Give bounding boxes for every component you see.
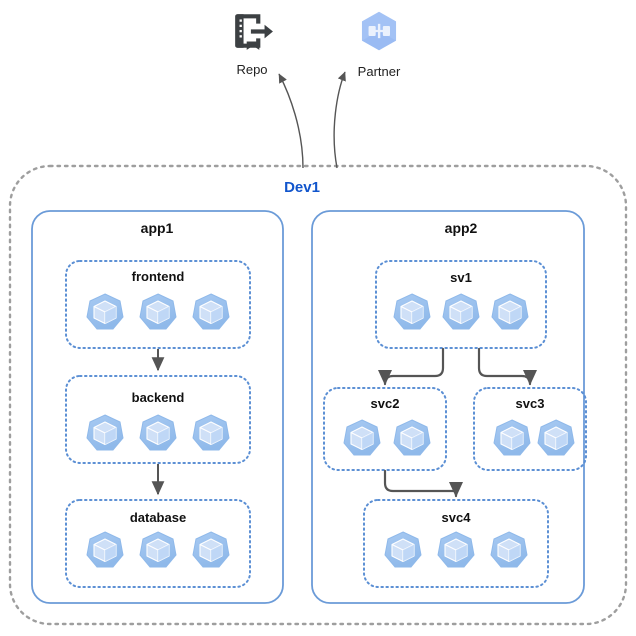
group-database-label: database — [129, 510, 187, 525]
group-svc2-box — [323, 387, 447, 471]
group-backend-label: backend — [131, 390, 185, 405]
group-sv1-box — [375, 260, 547, 349]
group-frontend-box — [65, 260, 251, 349]
group-svc4-label: svc4 — [441, 510, 471, 525]
group-frontend-label: frontend — [131, 269, 185, 284]
repo-export-icon — [235, 14, 273, 50]
partner-hexagon-icon — [361, 11, 397, 51]
cluster-dev1-label: Dev1 — [284, 179, 320, 196]
group-database-box — [65, 499, 251, 588]
group-svc3-label: svc3 — [515, 396, 545, 411]
app2-label: app2 — [444, 220, 478, 236]
partner-label: Partner — [357, 64, 401, 79]
edge-dev1-to-repo — [278, 73, 304, 169]
edge-svc2-to-svc4 — [383, 469, 464, 498]
group-svc2-label: svc2 — [370, 396, 400, 411]
edge-sv1-to-svc3 — [477, 347, 538, 386]
group-backend-box — [65, 375, 251, 464]
group-sv1-label: sv1 — [450, 270, 472, 285]
group-svc3-box — [473, 387, 587, 471]
cluster-dev1-boundary — [8, 164, 628, 626]
edge-dev1-to-partner — [333, 71, 346, 169]
repo-label: Repo — [236, 62, 268, 77]
app1-label: app1 — [140, 220, 174, 236]
edge-sv1-to-svc2 — [377, 347, 445, 386]
group-svc4-box — [363, 499, 549, 588]
